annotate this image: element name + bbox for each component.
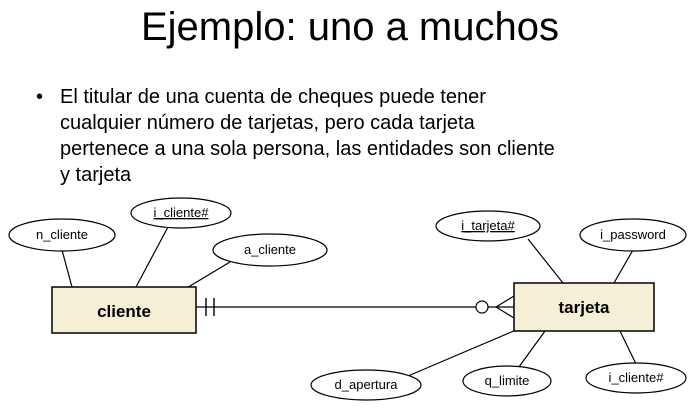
attr-a-cliente-label: a_cliente [244,242,296,257]
attr-q-limite-label: q_limite [485,373,530,388]
connector-i-cliente-fk [619,330,637,365]
attr-d-apertura-ellipse [310,369,422,401]
crows-foot-upper-icon [495,295,515,308]
bullet-line-4: y tarjeta [60,164,132,186]
bullet-item: • El titular de una cuenta de cheques pu… [36,84,676,188]
bullet-line-1: El titular de una cuenta de cheques pued… [60,86,486,108]
connector-d-apertura [407,329,517,377]
bullet-line-3: pertenece a una sola persona, las entida… [60,138,555,160]
connector-q-limite [515,330,546,372]
entity-cliente-box [51,286,197,334]
attr-d-apertura-label: d_apertura [335,377,399,392]
attr-i-password-label: i_password [600,227,666,242]
entity-tarjeta-box [513,282,655,332]
attr-i-tarjeta-key-ellipse [435,210,541,242]
crows-foot-lower-icon [495,306,515,319]
connector-n-cliente [61,249,73,288]
bullet-text: El titular de una cuenta de cheques pued… [60,84,676,188]
attr-i-cliente-fk-label: i_cliente# [609,370,665,385]
attr-n-cliente-ellipse [8,218,116,252]
attr-i-cliente-key-ellipse [130,197,232,229]
connector-i-password [613,249,634,284]
attr-i-password-ellipse [579,218,687,252]
bullet-line-2: cualquier número de tarjetas, pero cada … [60,112,475,134]
attr-i-cliente-fk-ellipse [585,362,687,394]
attr-a-cliente-ellipse [212,233,328,267]
attr-q-limite-ellipse [462,365,552,397]
entity-cliente-label: cliente [97,302,151,321]
attr-i-tarjeta-key-label: i_tarjeta# [461,218,515,233]
connector-a-cliente [184,261,231,290]
bullet-dot-icon: • [36,86,44,108]
connector-i-tarjeta-key [527,238,564,284]
attr-i-cliente-key-label: i_cliente# [154,205,210,220]
slide-title: Ejemplo: uno a muchos [140,5,559,49]
entity-tarjeta-label: tarjeta [558,298,610,317]
connector-i-cliente-key [135,226,169,288]
attr-n-cliente-label: n_cliente [36,227,88,242]
optional-zero-circle-icon [475,300,489,314]
